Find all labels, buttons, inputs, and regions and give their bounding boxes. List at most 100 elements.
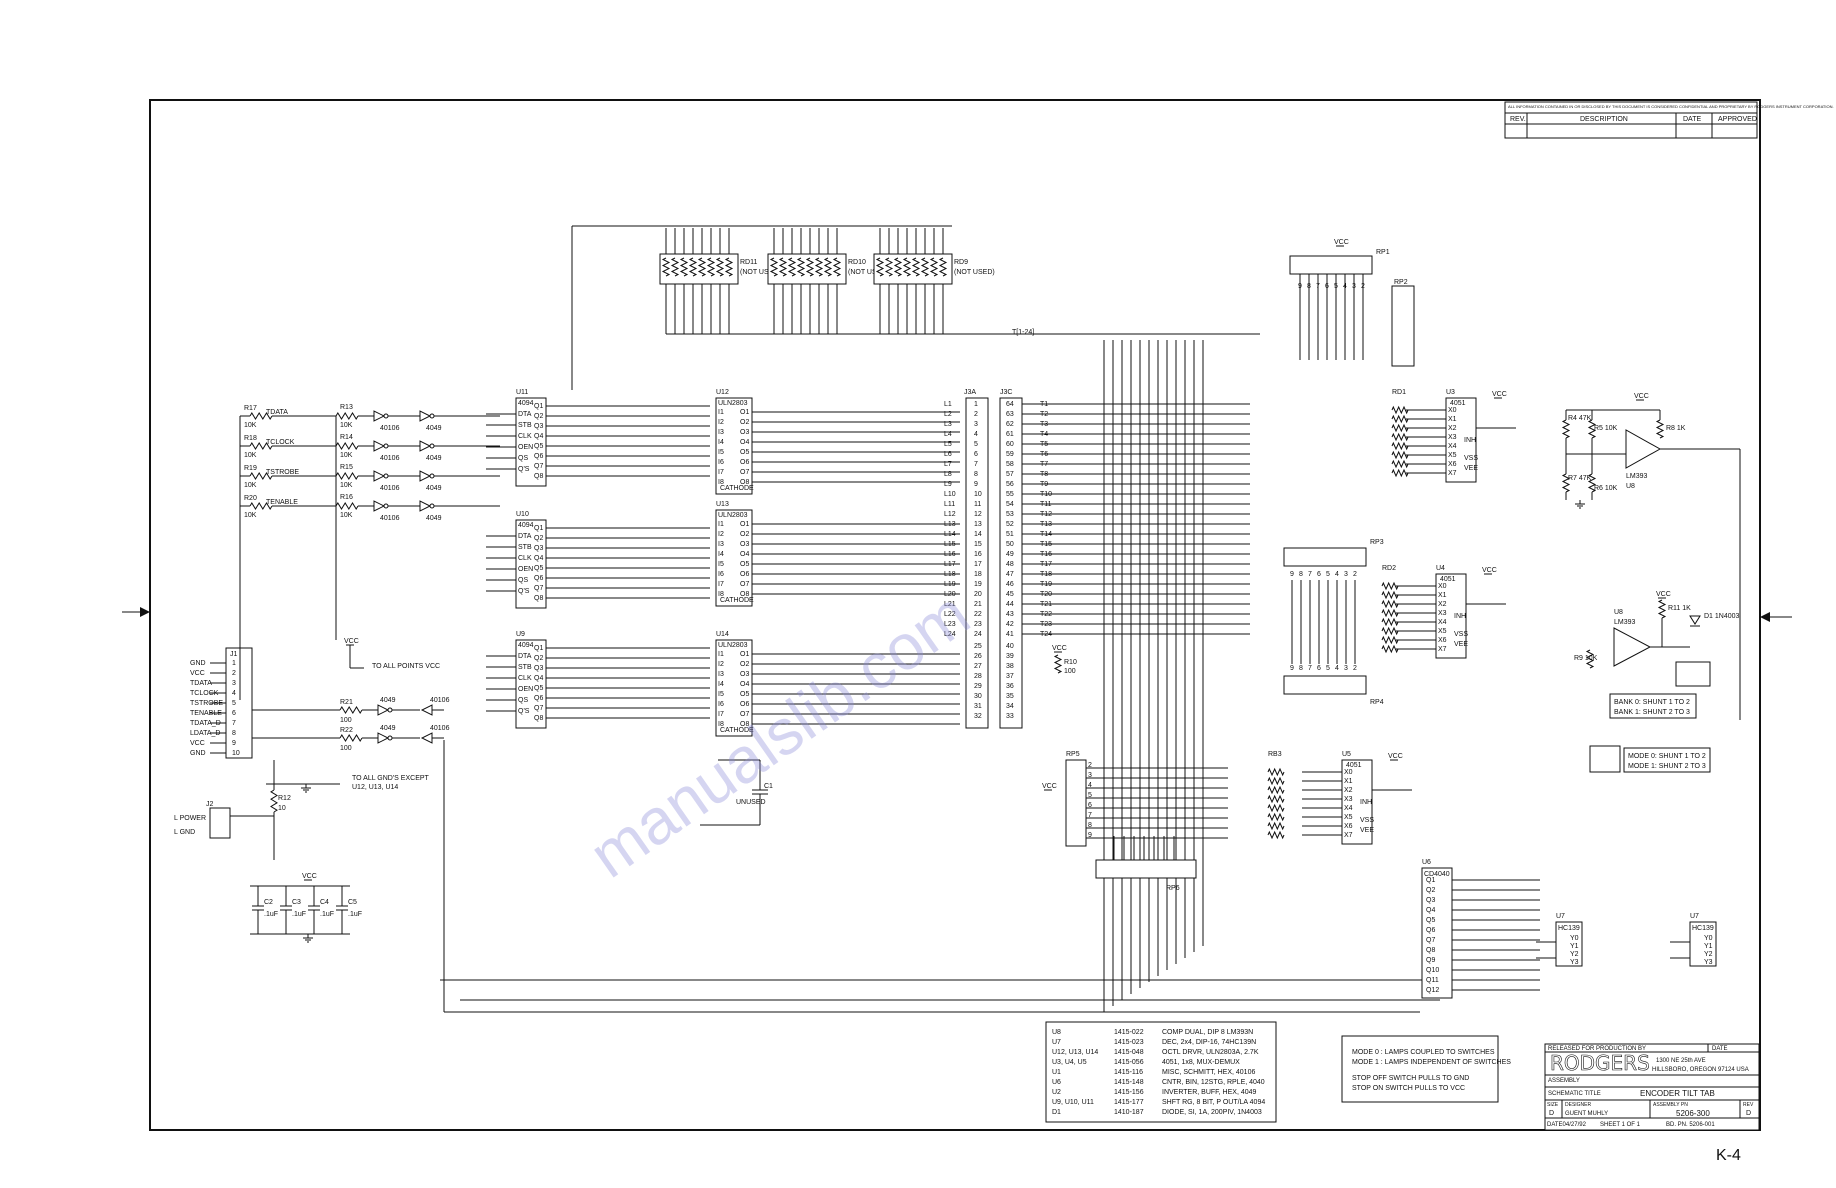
network-pin: 9 — [1088, 832, 1092, 839]
chip-pin-name: I7 — [718, 711, 724, 718]
network-pin: 9 — [1290, 665, 1294, 672]
chip-pin-name: Q3 — [534, 665, 543, 672]
lamp-net-label: L23 — [944, 621, 956, 628]
svg-text:SIZE: SIZE — [1547, 1102, 1559, 1108]
connector-pin: 39 — [1006, 653, 1014, 660]
chip-pin-name: Q3 — [1426, 897, 1435, 904]
bus-label: T[1-24] — [1012, 329, 1034, 336]
chip-pin-name: Q7 — [534, 585, 543, 592]
pulldown-resistor — [1267, 812, 1285, 822]
revision-block: ALL INFORMATION CONTAINED IN OR DISCLOSE… — [1504, 101, 1834, 139]
svg-text:SHEET 1 OF 1: SHEET 1 OF 1 — [1600, 1122, 1641, 1128]
chip-pin-name: VSS — [1360, 817, 1374, 824]
chip-pin-name: Q4 — [534, 555, 543, 562]
lamp-net-label: L2 — [944, 411, 952, 418]
chip-ref: U7 — [1556, 913, 1565, 920]
resistor-value: 10K — [340, 512, 353, 519]
buffer-inverter — [377, 732, 390, 744]
buffer-inverter — [419, 470, 432, 482]
connector-pin: 14 — [974, 531, 982, 538]
pulldown-resistor — [1391, 405, 1409, 415]
parts-ref: U8 — [1052, 1029, 1061, 1036]
j1-pin-number: 4 — [232, 690, 236, 697]
parts-pn: 1415-148 — [1114, 1079, 1144, 1086]
chip-pin-name: Q2 — [534, 535, 543, 542]
chip-pin-name: VEE — [1360, 827, 1374, 834]
pulldown-resistor — [1391, 414, 1409, 424]
lamp-net-label: L1 — [944, 401, 952, 408]
part-number: 40106 — [430, 697, 450, 704]
pulldown-resistor — [1381, 581, 1399, 591]
chip-pin-name: X2 — [1344, 787, 1353, 794]
vcc-label: VCC — [1482, 567, 1497, 574]
connector-pin: 25 — [974, 643, 982, 650]
chip-pin-name: X3 — [1344, 796, 1353, 803]
network-ref: RD11 — [740, 259, 757, 266]
svg-text:MODE 0 : LAMPS COUPLED TO SWIT: MODE 0 : LAMPS COUPLED TO SWITCHES — [1352, 1049, 1495, 1056]
svg-text:1300 NE 25th AVE: 1300 NE 25th AVE — [1656, 1058, 1706, 1064]
resistor-value: 10K — [244, 452, 257, 459]
svg-text:MODE 1: SHUNT 2 TO 3: MODE 1: SHUNT 2 TO 3 — [1628, 763, 1706, 770]
j1-pin-number: 1 — [232, 660, 236, 667]
decoder-u7a — [1555, 921, 1583, 967]
shift-register-u10 — [515, 519, 547, 609]
chip-ref: U5 — [1342, 751, 1351, 758]
svg-text:GUENT MUHLY: GUENT MUHLY — [1565, 1111, 1608, 1117]
j1-pin-number: 3 — [232, 680, 236, 687]
right-edge-arrow — [1760, 612, 1792, 622]
chip-pin-name: Q8 — [1426, 947, 1435, 954]
network-element — [902, 257, 912, 277]
buffer-inverter — [419, 440, 432, 452]
chip-pin-name: Q6 — [534, 575, 543, 582]
j1-pin-name: TDATA_D — [190, 720, 221, 727]
parts-pn: 1415-022 — [1114, 1029, 1144, 1036]
network-element — [884, 257, 894, 277]
resistor-ref: R13 — [340, 404, 353, 411]
svg-text:D: D — [1549, 1110, 1554, 1117]
connector-pin: 1 — [974, 401, 978, 408]
chip-pin-name: I2 — [718, 531, 724, 538]
j1-pin-name: TDATA — [190, 680, 212, 687]
chip-pin-name: I3 — [718, 671, 724, 678]
series-resistor — [335, 412, 359, 420]
connector-pin: 35 — [1006, 693, 1014, 700]
chip-part: ULN2803 — [718, 512, 748, 519]
parts-desc: OCTL DRVR, ULN2803A, 2.7K — [1162, 1049, 1259, 1056]
svg-text:MODE 0: SHUNT 1 TO 2: MODE 0: SHUNT 1 TO 2 — [1628, 753, 1706, 760]
chip-pin-name: STB — [518, 544, 532, 551]
net-label: TDATA — [266, 409, 288, 416]
resistor-label: R9 10K — [1574, 655, 1598, 662]
part-number: 40106 — [430, 725, 450, 732]
parts-pn: 1415-048 — [1114, 1049, 1144, 1056]
connector-pin: 27 — [974, 663, 982, 670]
chip-pin-name: INH — [1454, 613, 1466, 620]
connector-pin: 52 — [1006, 521, 1014, 528]
pulldown-resistor — [1381, 617, 1399, 627]
chip-pin-name: Q4 — [534, 675, 543, 682]
lamp-net-label: L7 — [944, 461, 952, 468]
network-ref: RP2 — [1394, 279, 1408, 286]
chip-ref: U11 — [516, 389, 528, 396]
connector-pin: 38 — [1006, 663, 1014, 670]
network-element — [706, 257, 716, 277]
chip-ref: U12 — [716, 389, 729, 396]
chip-part: 4094 — [518, 522, 534, 529]
chip-pin-name: VEE — [1464, 465, 1478, 472]
chip-part: CD4040 — [1424, 871, 1450, 878]
lamp-net-label: L18 — [944, 571, 956, 578]
schmitt-inverter — [373, 440, 386, 452]
chip-pin-name: O4 — [740, 681, 749, 688]
connector-pin: 26 — [974, 653, 982, 660]
connector-pin: 28 — [974, 673, 982, 680]
schematic-title: ENCODER TILT TAB — [1640, 1089, 1715, 1098]
pulldown-resistor — [1267, 830, 1285, 840]
chip-pin-name: INH — [1464, 437, 1476, 444]
chip-pin-name: X5 — [1448, 452, 1457, 459]
svg-text:J2: J2 — [206, 801, 214, 808]
lamp-net-label: L12 — [944, 511, 956, 518]
chip-pin-name: DTA — [518, 411, 532, 418]
